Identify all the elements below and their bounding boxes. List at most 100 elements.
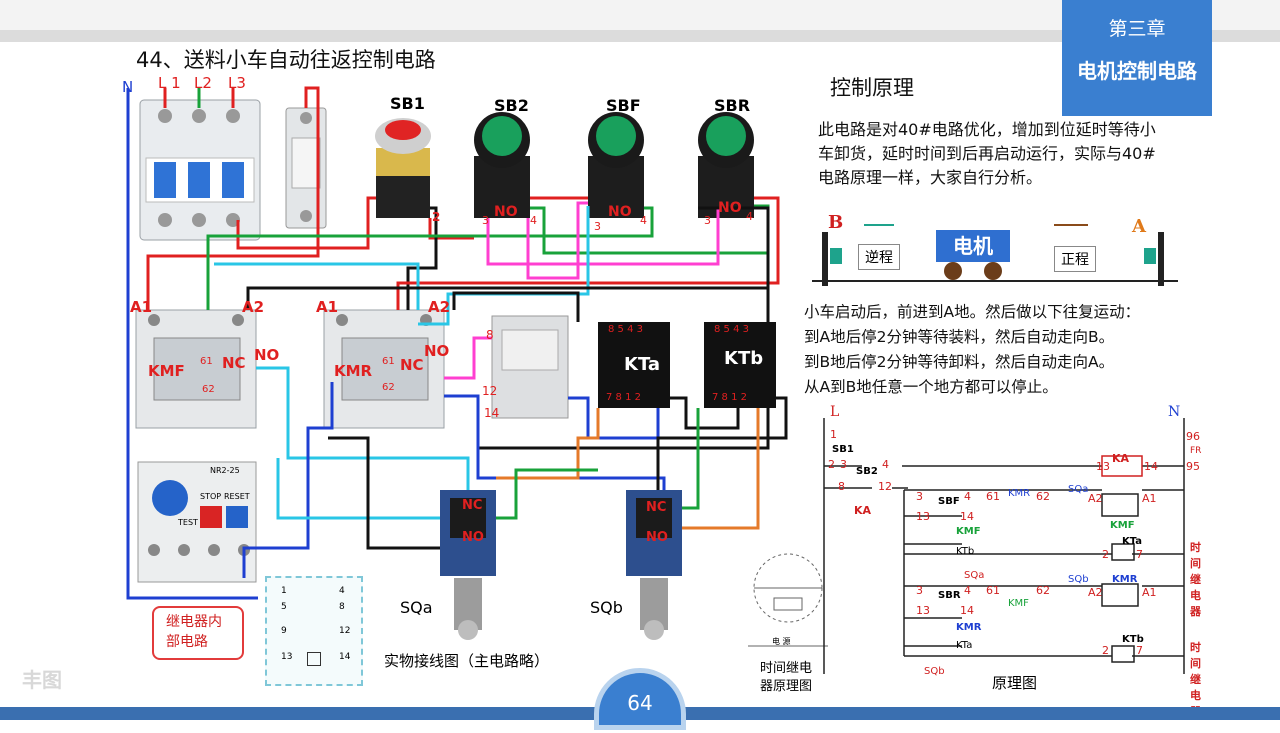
kta-bottom-pins: 7 8 1 2 xyxy=(606,392,641,403)
push-button-sbf xyxy=(588,112,644,218)
relay-internal-diagram: 1 4 5 8 9 12 13 14 xyxy=(265,576,363,686)
sch-sb1: SB1 xyxy=(832,444,854,455)
relay-int-pin-12: 12 xyxy=(339,626,351,636)
sb1-terminal-2: 2 xyxy=(432,210,441,224)
timer-internal-diagram: 电 源 xyxy=(728,548,838,668)
relay-int-pin-1: 1 xyxy=(281,586,287,596)
sqa-nc: NC xyxy=(462,498,483,513)
sch-sqb-no: SQb xyxy=(924,666,945,677)
row1-a2: A2 xyxy=(1088,492,1103,505)
overload-model: NR2-25 xyxy=(210,466,240,475)
motor-cart: 电机 xyxy=(936,230,1010,262)
motion-line: 从A到B地任意一个地方都可以停止。 xyxy=(804,378,1058,396)
sbf-terminal-3: 3 xyxy=(594,220,601,233)
row2-node-14: 14 xyxy=(960,510,974,523)
cart-diagram: B A 逆程 正程 电机 xyxy=(812,212,1192,288)
point-b: B xyxy=(828,212,844,233)
wiring-diagram: N L 1 L2 L3 SB1 SB2 SBF SBR 2 NO 3 4 NO … xyxy=(118,74,802,676)
row4-node-13: 13 xyxy=(916,604,930,617)
limit-switch-sqa xyxy=(440,490,496,640)
timer-power-label: 电 源 xyxy=(772,637,791,646)
arrow-left-icon xyxy=(864,224,894,226)
kmr-62: 62 xyxy=(382,382,395,393)
overload-relay xyxy=(137,461,257,583)
sqb-nc: NC xyxy=(646,500,667,515)
kta-top-pins: 8 5 4 3 xyxy=(608,324,643,335)
kmr-a1: A1 xyxy=(316,298,339,316)
motion-line: 到B地后停2分钟等待卸料，然后自动走向A。 xyxy=(804,353,1115,371)
row1-node-61: 61 xyxy=(986,490,1000,503)
timer-diagram-svg xyxy=(748,553,828,647)
relay-int-pin-4: 4 xyxy=(339,586,345,596)
kmf-no: NO xyxy=(254,346,280,364)
sb2-no: NO xyxy=(494,204,518,220)
sqb-no: NO xyxy=(646,530,668,545)
chapter-badge: 第三章 电机控制电路 xyxy=(1062,0,1212,116)
relay-int-pin-14: 14 xyxy=(339,652,351,662)
sch-sbr: SBR xyxy=(938,590,961,601)
intermediate-relay xyxy=(491,315,569,419)
label-sbr: SBR xyxy=(714,96,751,115)
node-4: 4 xyxy=(882,458,889,471)
kta-label: KTa xyxy=(624,354,661,375)
kmf-62: 62 xyxy=(202,384,215,395)
kmf-61: 61 xyxy=(200,356,213,367)
kmr-61: 61 xyxy=(382,356,395,367)
sch-sbf: SBF xyxy=(938,496,960,507)
relay-int-pin-13: 13 xyxy=(281,652,293,662)
relay-pin-12: 12 xyxy=(482,384,498,398)
forward-label: 正程 xyxy=(1054,246,1096,272)
sch-ktb-coil: KTb xyxy=(1122,634,1144,645)
limit-a-icon xyxy=(1144,248,1156,264)
sbr-terminal-4: 4 xyxy=(746,210,753,223)
row3-node-3: 3 xyxy=(916,584,923,597)
principle-description: 此电路是对40#电路优化，增加到位延时等待小车卸货，延时时间到后再启动运行，实际… xyxy=(818,120,1156,187)
chapter-name: 电机控制电路 xyxy=(1077,59,1197,83)
node-2: 2 xyxy=(828,458,835,471)
sch-kmr-nc: KMR xyxy=(1008,488,1031,499)
sqa-no: NO xyxy=(462,530,484,545)
row1-node-3: 3 xyxy=(916,490,923,503)
sch-sqa-no: SQa xyxy=(964,570,985,581)
contactor-kmf xyxy=(135,309,257,429)
relay-pin-14: 14 xyxy=(484,406,500,420)
node-3: 3 xyxy=(840,458,847,471)
overload-stop: STOP xyxy=(200,492,222,501)
row3-node-61: 61 xyxy=(986,584,1000,597)
kmr-nc: NC xyxy=(400,356,424,374)
sbr-terminal-3: 3 xyxy=(704,214,711,227)
wire-label-l3: L3 xyxy=(228,74,246,92)
contactor-kmr xyxy=(323,309,445,429)
sch-sb2: SB2 xyxy=(856,466,878,477)
control-schematic: L N 1 SB1 2 3 SB2 4 8 12 KA 13 KA 14 96 … xyxy=(812,404,1210,718)
wall-right xyxy=(1158,232,1164,286)
wall-left xyxy=(822,232,828,286)
sch-kmr-coil: KMR xyxy=(1112,574,1138,585)
row3-node-4: 4 xyxy=(964,584,971,597)
sch-kmf-contact: KMF xyxy=(956,526,981,537)
kmr-label: KMR xyxy=(334,362,373,380)
limit-switch-sqb xyxy=(626,490,682,640)
track xyxy=(812,280,1178,282)
sb2-terminal-4: 4 xyxy=(530,214,537,227)
node-13: 13 xyxy=(1096,460,1110,473)
row1-a1: A1 xyxy=(1142,492,1157,505)
top-band-shadow xyxy=(0,30,1280,42)
kmf-nc: NC xyxy=(222,354,246,372)
sch-time-relay-a: 时间 继电器 xyxy=(1190,541,1201,618)
sch-sqa-nc: SQa xyxy=(1068,484,1089,495)
schematic-caption: 原理图 xyxy=(992,674,1038,692)
page-title: 44、送料小车自动往返控制电路 xyxy=(136,48,436,72)
sch-kmr-contact: KMR xyxy=(956,622,982,633)
node-96: 96 xyxy=(1186,430,1200,443)
kta-node-7: 7 xyxy=(1136,548,1143,561)
sch-kmf-coil: KMF xyxy=(1110,520,1135,531)
ktb-bottom-pins: 7 8 1 2 xyxy=(712,392,747,403)
wire-label-n: N xyxy=(122,78,134,96)
overload-reset: RESET xyxy=(224,492,250,501)
wheel-left xyxy=(944,262,962,280)
node-14: 14 xyxy=(1144,460,1158,473)
point-a: A xyxy=(1132,216,1146,237)
sch-kmf-nc: KMF xyxy=(1008,598,1029,609)
overload-test: TEST xyxy=(178,518,198,527)
